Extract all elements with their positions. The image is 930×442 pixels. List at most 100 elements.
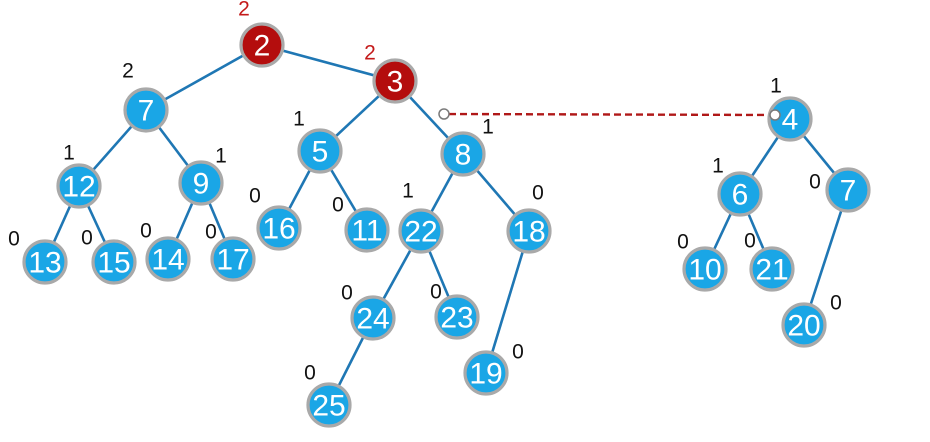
rank-label-n17: 0 — [205, 221, 217, 244]
node-label: 9 — [193, 168, 210, 201]
node-circle — [239, 22, 285, 68]
tree-node-n23: 23 — [434, 294, 480, 340]
node-circle — [434, 294, 480, 340]
node-circle — [372, 58, 418, 104]
tree-node-n21: 21 — [749, 246, 795, 292]
node-circle — [717, 171, 763, 217]
tree-node-n11: 11 — [344, 207, 390, 253]
rank-label-n20: 0 — [830, 292, 842, 315]
node-label: 21 — [755, 254, 788, 287]
node-circle — [210, 236, 256, 282]
tree-node-n19: 19 — [463, 350, 509, 396]
node-circle — [344, 207, 390, 253]
node-label: 7 — [840, 175, 857, 208]
node-circle — [91, 239, 137, 285]
node-label: 3 — [387, 66, 404, 99]
tree-node-n16: 16 — [256, 205, 302, 251]
node-circle — [682, 246, 728, 292]
node-circle — [256, 205, 302, 251]
node-label: 6 — [732, 179, 749, 212]
node-label: 19 — [469, 358, 502, 391]
tree-node-n20: 20 — [781, 302, 827, 348]
node-label: 12 — [62, 171, 95, 204]
rank-label-n4: 1 — [770, 75, 782, 98]
rank-label-n14: 0 — [140, 220, 152, 243]
node-circle — [297, 128, 343, 174]
rank-label-n7: 2 — [122, 60, 134, 83]
rank-label-n5: 1 — [293, 108, 305, 131]
rank-label-n2: 2 — [238, 0, 250, 21]
rank-label-n11: 0 — [332, 194, 344, 217]
node-label: 7 — [138, 95, 155, 128]
rank-label-n19: 0 — [512, 341, 524, 364]
node-label: 18 — [512, 216, 545, 249]
rank-label-n13: 0 — [8, 228, 20, 251]
rank-label-n10: 0 — [677, 231, 689, 254]
node-label: 11 — [351, 215, 382, 248]
node-circle — [749, 246, 795, 292]
node-circle — [145, 236, 191, 282]
node-circle — [350, 295, 396, 341]
rank-label-n6: 1 — [712, 155, 724, 178]
tree-node-n8: 8 — [440, 131, 486, 177]
node-label: 10 — [688, 254, 721, 287]
rank-label-n24: 0 — [341, 282, 353, 305]
node-circle — [463, 350, 509, 396]
rank-label-n25: 0 — [304, 362, 316, 385]
tree-node-n25: 25 — [306, 382, 352, 428]
rank-label-n9: 1 — [215, 145, 227, 168]
tree-node-n6: 6 — [717, 171, 763, 217]
node-circle — [506, 208, 552, 254]
tree-node-n15: 15 — [91, 239, 137, 285]
rank-label-n18: 0 — [532, 182, 544, 205]
node-label: 23 — [440, 302, 473, 335]
rank-label-n8: 1 — [482, 116, 494, 139]
tree-node-n24: 24 — [350, 295, 396, 341]
tree-node-n17: 17 — [210, 236, 256, 282]
rank-label-n7b: 0 — [809, 171, 821, 194]
tree-node-n7b: 7 — [825, 167, 871, 213]
rank-label-n15: 0 — [81, 227, 93, 250]
node-circle — [398, 208, 444, 254]
node-circle — [767, 96, 813, 142]
dashed-link-line — [443, 112, 776, 117]
node-label: 15 — [97, 247, 130, 280]
node-circle — [440, 131, 486, 177]
rank-label-n3: 2 — [364, 42, 376, 65]
rank-label-n12: 1 — [63, 142, 75, 165]
node-label: 25 — [312, 390, 345, 423]
node-label: 13 — [28, 247, 61, 280]
node-label: 5 — [312, 136, 329, 169]
tree-node-n5: 5 — [297, 128, 343, 174]
tree-node-n7: 7 — [123, 87, 169, 133]
rank-label-n22: 1 — [402, 180, 414, 203]
edge-n7b-n20 — [802, 189, 850, 326]
node-label: 2 — [254, 30, 271, 63]
node-label: 17 — [216, 244, 249, 277]
tree-node-n3: 3 — [372, 58, 418, 104]
node-label: 16 — [262, 213, 295, 246]
node-label: 24 — [356, 303, 389, 336]
tree-node-n2: 2 — [239, 22, 285, 68]
node-label: 4 — [782, 104, 799, 137]
tree-node-n12: 12 — [56, 163, 102, 209]
tree-node-n22: 22 — [398, 208, 444, 254]
node-circle — [22, 239, 68, 285]
node-label: 22 — [404, 216, 437, 249]
edge-n2-n3 — [261, 43, 396, 83]
dashed-link-end-handle — [769, 109, 781, 121]
node-circle — [56, 163, 102, 209]
rank-label-n21: 0 — [744, 230, 756, 253]
node-circle — [178, 160, 224, 206]
tree-node-n13: 13 — [22, 239, 68, 285]
link-layer — [443, 112, 776, 117]
tree-node-n9: 9 — [178, 160, 224, 206]
node-circle — [123, 87, 169, 133]
edge-n18-n19 — [484, 230, 531, 374]
tree-node-n4: 4 — [767, 96, 813, 142]
tree-node-n18: 18 — [506, 208, 552, 254]
